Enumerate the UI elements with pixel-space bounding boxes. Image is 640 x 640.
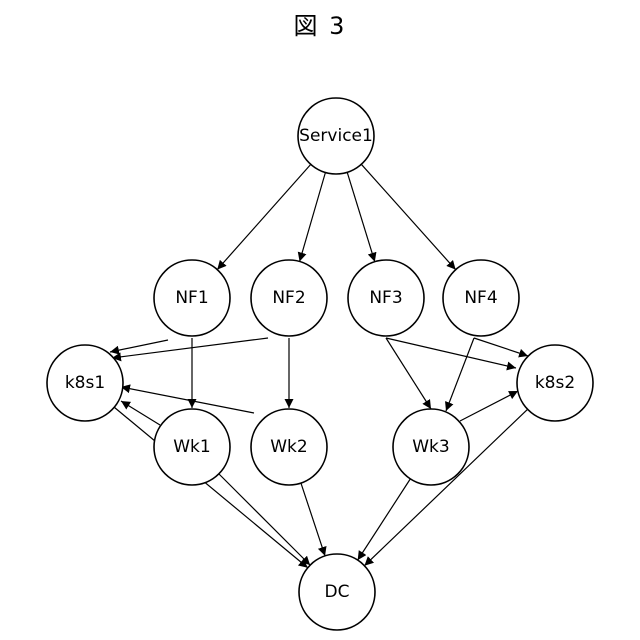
edge-nf2-to-k8s1	[112, 338, 268, 358]
node-wk3-label: Wk3	[412, 437, 449, 457]
node-nf2-label: NF2	[272, 288, 305, 308]
node-service1-label: Service1	[299, 126, 373, 146]
edges-layer	[110, 164, 528, 567]
node-k8s2: k8s2	[517, 345, 593, 421]
node-nf2: NF2	[251, 260, 327, 336]
node-wk1: Wk1	[154, 409, 230, 485]
edge-wk1-to-k8s1	[121, 401, 160, 425]
node-nf1-label: NF1	[175, 288, 208, 308]
node-nf3-label: NF3	[369, 288, 402, 308]
edge-nf3-to-wk3	[386, 338, 431, 409]
node-nf4: NF4	[443, 260, 519, 336]
edge-nf4-to-wk3	[446, 338, 474, 411]
node-dc: DC	[299, 554, 375, 630]
node-nf4-label: NF4	[464, 288, 497, 308]
edge-service1-to-nf1	[217, 164, 311, 269]
edge-nf3-to-k8s2	[386, 338, 516, 368]
node-k8s1: k8s1	[47, 345, 123, 421]
node-dc-label: DC	[325, 582, 350, 602]
node-wk2-label: Wk2	[270, 437, 307, 457]
edge-wk1-to-dc	[219, 474, 310, 565]
edge-wk3-to-dc	[358, 479, 411, 560]
node-wk2: Wk2	[251, 409, 327, 485]
nodes-layer: Service1NF1 NF2 NF3 NF4 k8s1 k8s2Wk1 Wk2 Wk3DC	[47, 98, 593, 630]
edge-service1-to-nf2	[300, 172, 326, 261]
node-nf1: NF1	[154, 260, 230, 336]
edge-service1-to-nf4	[361, 164, 455, 269]
node-wk1-label: Wk1	[173, 437, 210, 457]
edge-nf4-to-k8s2	[474, 338, 528, 356]
node-k8s2-label: k8s2	[535, 373, 575, 393]
node-wk3: Wk3	[393, 409, 469, 485]
edge-nf1-to-k8s1	[110, 340, 168, 352]
edge-service1-to-nf3	[347, 172, 375, 261]
node-k8s1-label: k8s1	[65, 373, 105, 393]
node-nf3: NF3	[348, 260, 424, 336]
edge-wk3-to-k8s2	[460, 391, 518, 421]
edge-wk2-to-dc	[301, 483, 325, 556]
node-service1: Service1	[298, 98, 374, 174]
